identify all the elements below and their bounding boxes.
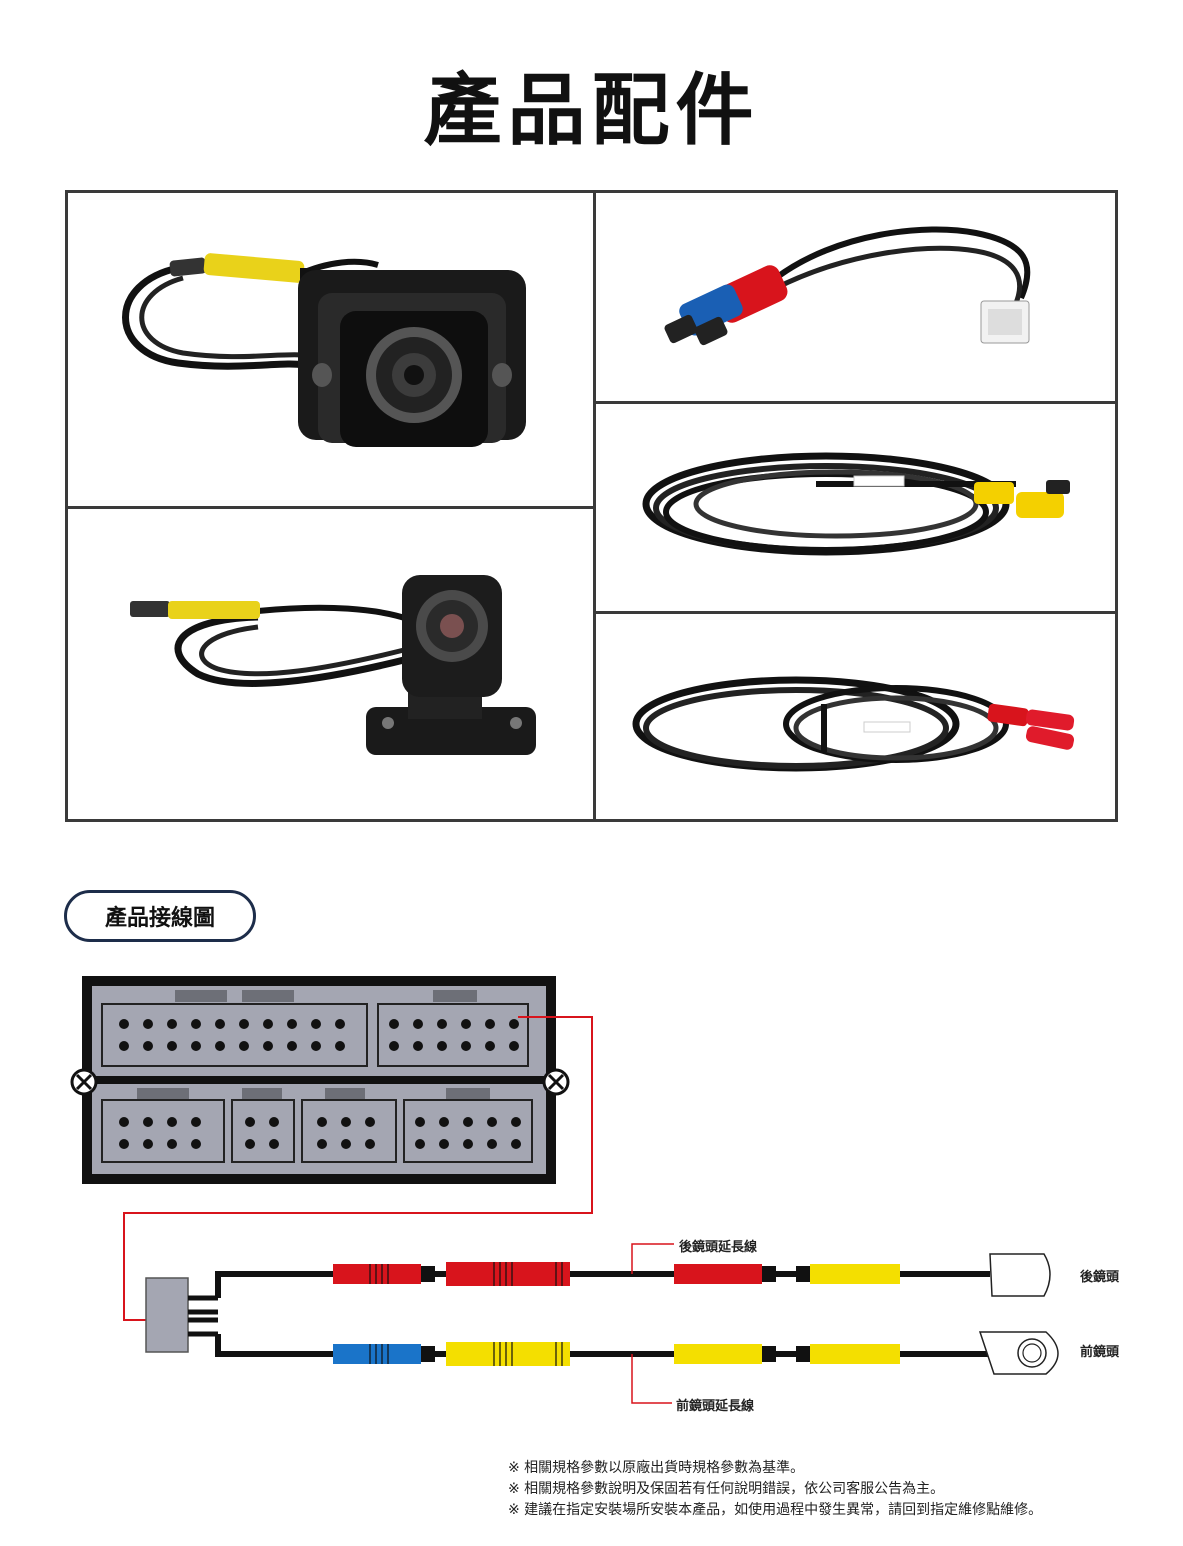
- front-camera-label: 前鏡頭: [1080, 1345, 1120, 1360]
- note-line: ※ 建議在指定安裝場所安裝本產品，如使用過程中發生異常，請回到指定維修點維修。: [508, 1502, 1043, 1518]
- rear-extension-label: 後鏡頭延長線: [679, 1240, 758, 1255]
- front-camera-image: [68, 193, 593, 506]
- rear-camera-label: 後鏡頭: [1080, 1270, 1120, 1285]
- front-extension-cable-image: [596, 614, 1115, 822]
- page-title: 產品配件: [423, 66, 760, 156]
- wiring-diagram: [70, 976, 1059, 1404]
- rear-extension-cable-image: [596, 404, 1115, 611]
- accessories-grid: [65, 190, 1118, 822]
- front-extension-label: 前鏡頭延長線: [676, 1399, 755, 1414]
- rear-camera-image: [68, 509, 593, 822]
- wiring-title-badge: 產品接線圖: [64, 890, 256, 942]
- wiring-title: 產品接線圖: [104, 906, 215, 931]
- y-split-cable-image: [596, 193, 1115, 401]
- note-line: ※ 相關規格參數以原廠出貨時規格參數為基準。: [508, 1460, 805, 1476]
- harness-connector: [70, 976, 570, 1184]
- disclaimer-notes: ※ 相關規格參數以原廠出貨時規格參數為基準。 ※ 相關規格參數說明及保固若有任何…: [508, 1458, 1042, 1521]
- note-line: ※ 相關規格參數說明及保固若有任何說明錯誤，依公司客服公告為主。: [508, 1481, 945, 1497]
